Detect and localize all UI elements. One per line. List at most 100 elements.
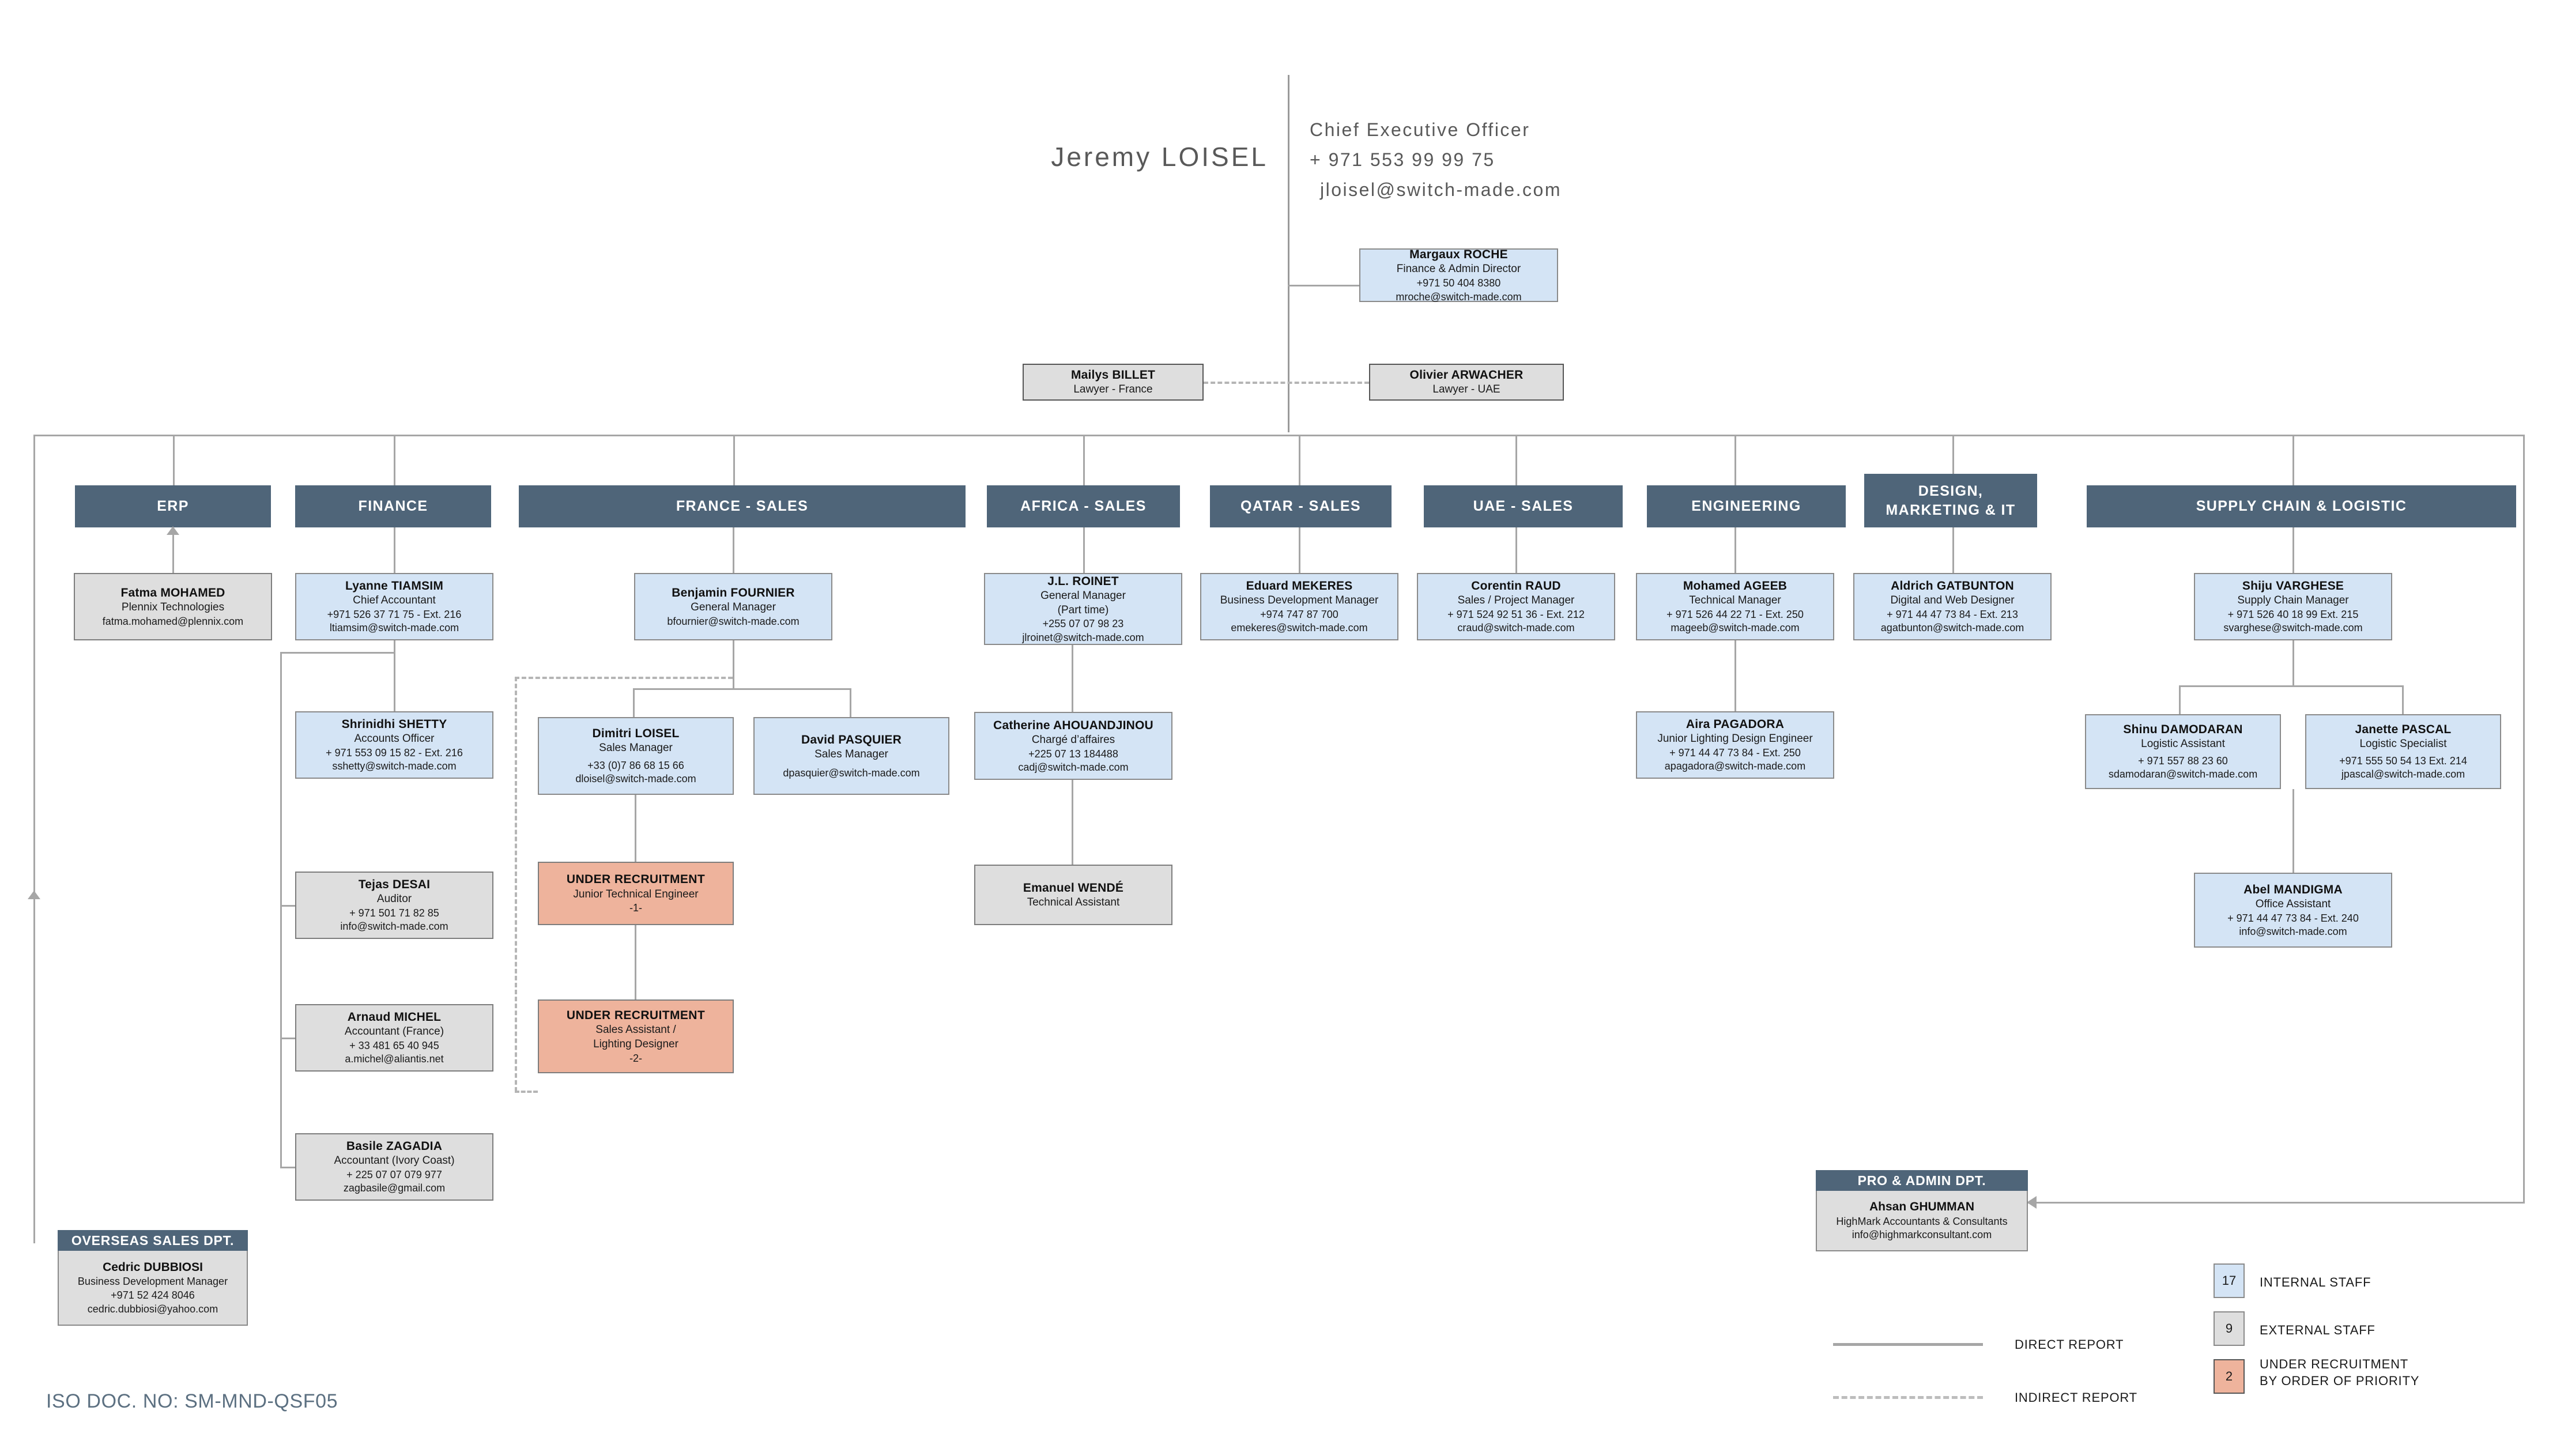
person-phone: +971 526 37 71 75 - Ext. 216 <box>327 609 462 621</box>
connector-branch-tejas <box>280 905 296 907</box>
recruitment-role-line1: Sales Assistant / <box>595 1024 676 1036</box>
person-email: cedric.dubbiosi@yahoo.com <box>87 1303 218 1315</box>
card-under-recruitment-2[interactable]: UNDER RECRUITMENT Sales Assistant / Ligh… <box>538 999 734 1073</box>
legend-external-label: EXTERNAL STAFF <box>2260 1323 2375 1337</box>
recruitment-role-line2: Lighting Designer <box>593 1038 678 1050</box>
person-email: info@switch-made.com <box>340 921 448 933</box>
person-name: Basile ZAGADIA <box>346 1140 443 1153</box>
card-lyanne-tiamsim[interactable]: Lyanne TIAMSIM Chief Accountant +971 526… <box>295 573 493 640</box>
dept-header-france-sales[interactable]: FRANCE - SALES <box>519 485 966 527</box>
connector-uae-header-to-corentin <box>1515 527 1517 573</box>
card-corentin-raud[interactable]: Corentin RAUD Sales / Project Manager + … <box>1417 573 1615 640</box>
person-title: Supply Chain Manager <box>2237 594 2349 607</box>
card-catherine-ahouandjinou[interactable]: Catherine AHOUANDJINOU Chargé d’affaires… <box>974 712 1172 780</box>
card-aldrich-gatbunton[interactable]: Aldrich GATBUNTON Digital and Web Design… <box>1853 573 2052 640</box>
legend-direct-report-line <box>1833 1343 1983 1346</box>
connector-branch-arnaud <box>280 1038 296 1039</box>
group-pro-admin[interactable]: PRO & ADMIN DPT. Ahsan GHUMMAN HighMark … <box>1816 1170 2028 1251</box>
card-benjamin-fournier[interactable]: Benjamin FOURNIER General Manager bfourn… <box>634 573 832 640</box>
ceo-vertical-divider <box>1288 75 1289 432</box>
card-arnaud-michel[interactable]: Arnaud MICHEL Accountant (France) + 33 4… <box>295 1004 493 1072</box>
card-shrinidhi-shetty[interactable]: Shrinidhi SHETTY Accounts Officer + 971 … <box>295 711 493 779</box>
card-aira-pagadora[interactable]: Aira PAGADORA Junior Lighting Design Eng… <box>1636 711 1834 779</box>
group-overseas-sales[interactable]: OVERSEAS SALES DPT. Cedric DUBBIOSI Busi… <box>58 1230 248 1326</box>
card-david-pasquier[interactable]: David PASQUIER Sales Manager dpasquier@s… <box>753 717 949 795</box>
card-basile-zagadia[interactable]: Basile ZAGADIA Accountant (Ivory Coast) … <box>295 1133 493 1201</box>
person-phone: +33 (0)7 86 68 15 66 <box>587 760 684 772</box>
person-email: sdamodaran@switch-made.com <box>2108 768 2258 780</box>
recruitment-role: Junior Technical Engineer <box>573 888 699 900</box>
card-tejas-desai[interactable]: Tejas DESAI Auditor + 971 501 71 82 85 i… <box>295 872 493 939</box>
person-name: Ahsan GHUMMAN <box>1869 1199 1974 1213</box>
person-phone: +255 07 07 98 23 <box>1042 618 1124 630</box>
group-header: OVERSEAS SALES DPT. <box>58 1230 248 1251</box>
dept-header-engineering[interactable]: ENGINEERING <box>1647 485 1846 527</box>
recruitment-priority: -2- <box>629 1052 642 1064</box>
person-title: HighMark Accountants & Consultants <box>1836 1215 2008 1227</box>
rail-right-arrow-icon <box>2027 1196 2037 1209</box>
legend-recruitment-label-line1: UNDER RECRUITMENT <box>2260 1357 2409 1371</box>
dept-header-design-marketing-it[interactable]: DESIGN, MARKETING & IT <box>1864 474 2037 527</box>
dept-header-finance[interactable]: FINANCE <box>295 485 491 527</box>
rail-left-vertical <box>33 435 35 1243</box>
card-janette-pascal[interactable]: Janette PASCAL Logistic Specialist +971 … <box>2305 714 2501 789</box>
card-mailys-billet[interactable]: Mailys BILLET Lawyer - France <box>1023 364 1204 401</box>
card-shinu-damodaran[interactable]: Shinu DAMODARAN Logistic Assistant + 971… <box>2085 714 2281 789</box>
ceo-title: Chief Executive Officer <box>1310 119 1530 140</box>
card-emanuel-wende[interactable]: Emanuel WENDÉ Technical Assistant <box>974 865 1172 925</box>
dept-label: FRANCE - SALES <box>676 498 809 514</box>
connector-to-dimitri <box>633 688 635 717</box>
rail-drop-engineering <box>1734 435 1736 485</box>
person-email: cadj@switch-made.com <box>1018 761 1129 773</box>
connector-shiju-bus <box>2179 685 2404 687</box>
connector-finance-spine <box>280 652 282 1167</box>
person-phone: + 971 557 88 23 60 <box>2138 755 2228 767</box>
card-dimitri-loisel[interactable]: Dimitri LOISEL Sales Manager +33 (0)7 86… <box>538 717 734 795</box>
person-phone: + 971 526 40 18 99 Ext. 215 <box>2227 609 2359 621</box>
person-name: J.L. ROINET <box>1047 574 1119 588</box>
card-mohamed-ageeb[interactable]: Mohamed AGEEB Technical Manager + 971 52… <box>1636 573 1834 640</box>
recruitment-priority: -1- <box>629 902 642 914</box>
person-email: apagadora@switch-made.com <box>1664 760 1806 772</box>
dept-header-supply-chain[interactable]: SUPPLY CHAIN & LOGISTIC <box>2087 485 2516 527</box>
person-name: Aldrich GATBUNTON <box>1891 579 2014 593</box>
dept-header-africa-sales[interactable]: AFRICA - SALES <box>987 485 1180 527</box>
connector-benjamin-stem <box>733 640 734 690</box>
dept-label: AFRICA - SALES <box>1020 498 1147 514</box>
person-name: Benjamin FOURNIER <box>672 586 795 599</box>
dept-header-uae-sales[interactable]: UAE - SALES <box>1424 485 1623 527</box>
person-email: craud@switch-made.com <box>1457 622 1575 634</box>
iso-document-number: ISO DOC. NO: SM-MND-QSF05 <box>46 1390 338 1412</box>
person-name: Shiju VARGHESE <box>2242 579 2344 593</box>
person-phone: + 971 44 47 73 84 - Ext. 250 <box>1669 747 1801 759</box>
card-abel-mandigma[interactable]: Abel MANDIGMA Office Assistant + 971 44 … <box>2194 873 2392 948</box>
dept-header-erp[interactable]: ERP <box>75 485 271 527</box>
person-name: Fatma MOHAMED <box>120 586 225 599</box>
connector-branch-basile <box>280 1167 296 1168</box>
person-title: Technical Assistant <box>1027 896 1120 908</box>
person-name: Catherine AHOUANDJINOU <box>993 718 1153 732</box>
card-eduard-mekeres[interactable]: Eduard MEKERES Business Development Mana… <box>1200 573 1398 640</box>
card-jl-roinet[interactable]: J.L. ROINET General Manager (Part time) … <box>984 573 1182 645</box>
card-fatma-mohamed[interactable]: Fatma MOHAMED Plennix Technologies fatma… <box>74 573 272 640</box>
person-title: General Manager <box>691 601 776 614</box>
dept-label: SUPPLY CHAIN & LOGISTIC <box>2196 498 2407 514</box>
card-olivier-arwacher[interactable]: Olivier ARWACHER Lawyer - UAE <box>1369 364 1564 401</box>
connector-to-shinu <box>2179 685 2181 714</box>
dept-header-qatar-sales[interactable]: QATAR - SALES <box>1210 485 1392 527</box>
card-under-recruitment-1[interactable]: UNDER RECRUITMENT Junior Technical Engin… <box>538 862 734 925</box>
person-title: Logistic Specialist <box>2359 738 2447 750</box>
person-phone: + 33 481 65 40 945 <box>349 1040 439 1052</box>
rail-left-arrow-icon <box>28 891 40 899</box>
connector-qatar-header-to-eduard <box>1299 527 1300 573</box>
connector-france-indirect-bottom <box>515 1091 538 1093</box>
card-shiju-varghese[interactable]: Shiju VARGHESE Supply Chain Manager + 97… <box>2194 573 2392 640</box>
connector-design-header-to-aldrich <box>1952 527 1954 573</box>
card-margaux-roche[interactable]: Margaux ROCHE Finance & Admin Director +… <box>1359 248 1558 303</box>
person-title: Junior Lighting Design Engineer <box>1657 733 1813 745</box>
person-name: Mailys BILLET <box>1070 368 1156 382</box>
dept-label: QATAR - SALES <box>1240 498 1361 514</box>
recruitment-label: UNDER RECRUITMENT <box>566 1008 706 1022</box>
person-email: svarghese@switch-made.com <box>2223 622 2363 634</box>
person-title: Accountant (France) <box>344 1025 444 1038</box>
